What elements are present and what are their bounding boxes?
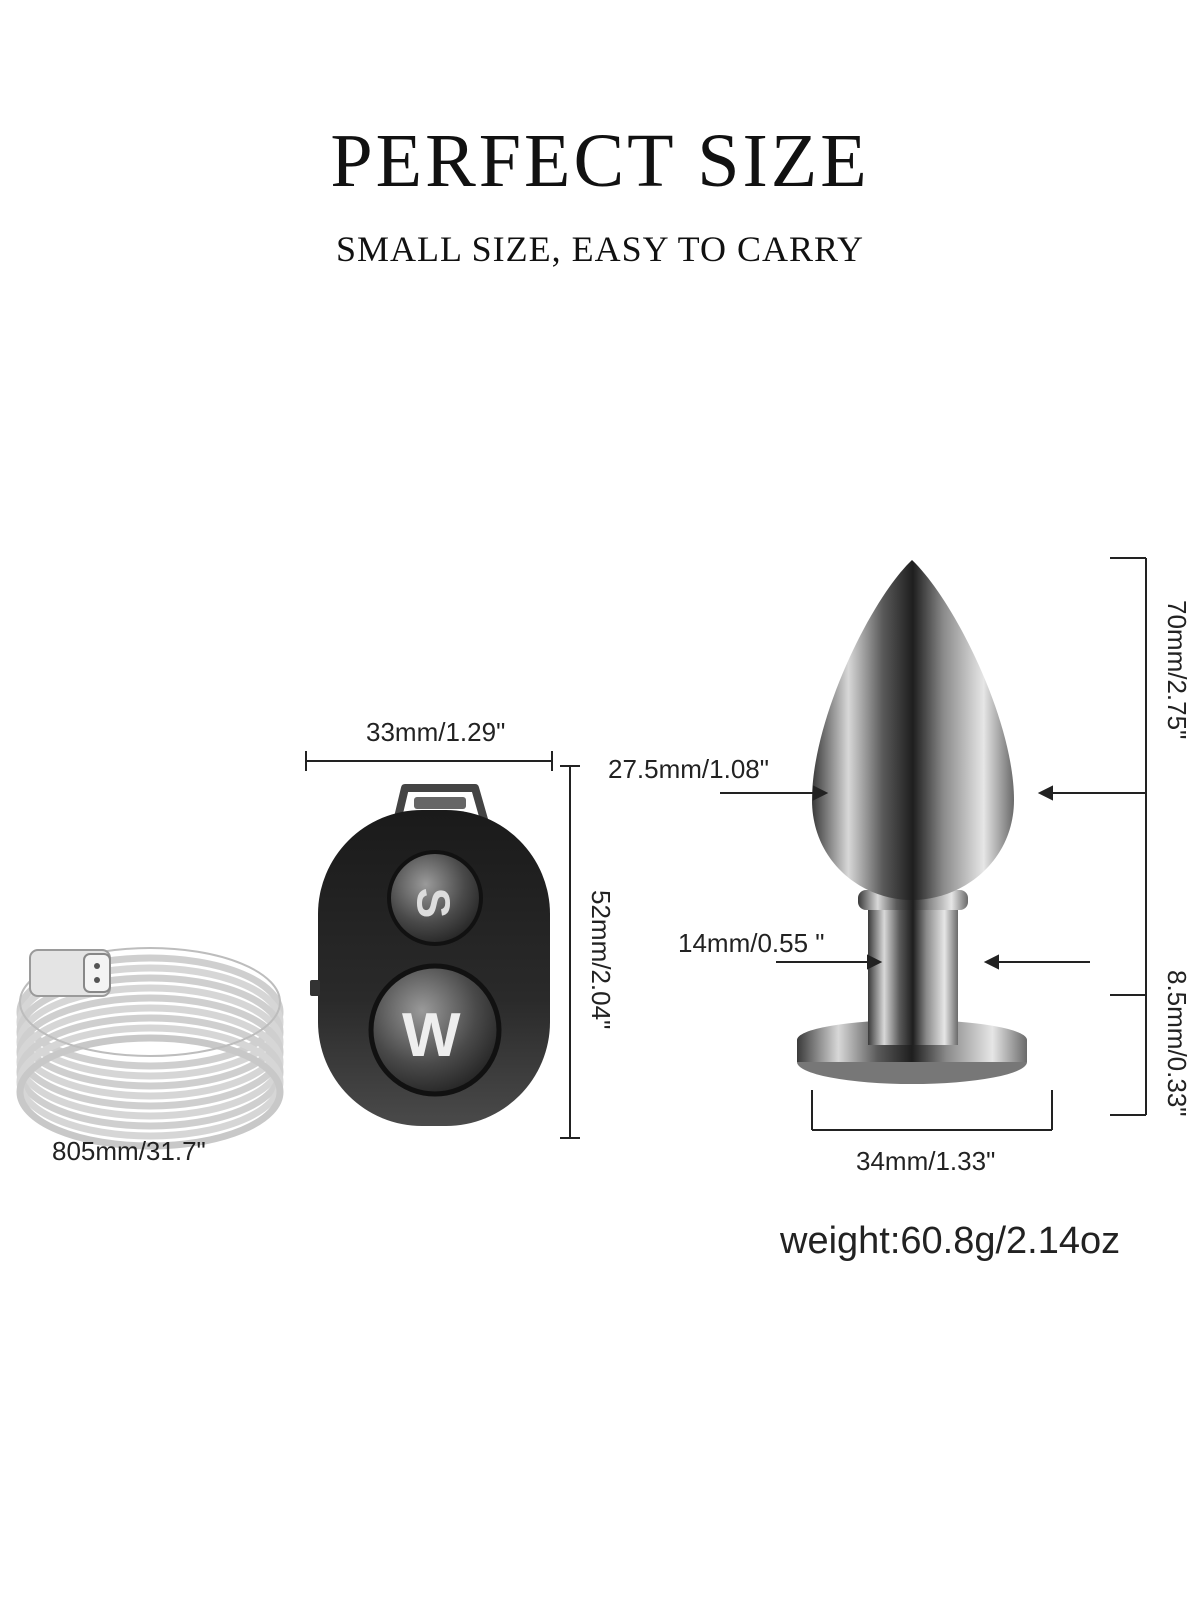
weight-label: weight:60.8g/2.14oz [780, 1220, 1121, 1262]
remote-button-w-label: W [402, 1001, 461, 1070]
plug-neck-label: 14mm/0.55 " [678, 928, 825, 958]
page-subtitle: SMALL SIZE, EASY TO CARRY [335, 229, 865, 269]
remote-button-s-label: S [407, 887, 460, 919]
cable-length-label: 805mm/31.7" [52, 1136, 206, 1166]
remote-button-w [368, 963, 502, 1097]
plug-base-height-label: 8.5mm/0.33" [1162, 970, 1192, 1117]
remote-width-label: 33mm/1.29" [366, 717, 506, 747]
usb-cable-coil [16, 947, 284, 1150]
plug-height-label: 70mm/2.75" [1162, 600, 1192, 740]
dimension-lines [305, 557, 1147, 1139]
plug-diameter-label: 27.5mm/1.08" [608, 754, 769, 784]
page-title: PERFECT SIZE [330, 119, 870, 203]
remote-control [310, 784, 550, 1126]
plug-base-width-label: 34mm/1.33" [856, 1146, 996, 1176]
remote-height-label: 52mm/2.04" [586, 890, 616, 1030]
metal-plug [797, 560, 1027, 1084]
remote-button-s [387, 850, 483, 946]
